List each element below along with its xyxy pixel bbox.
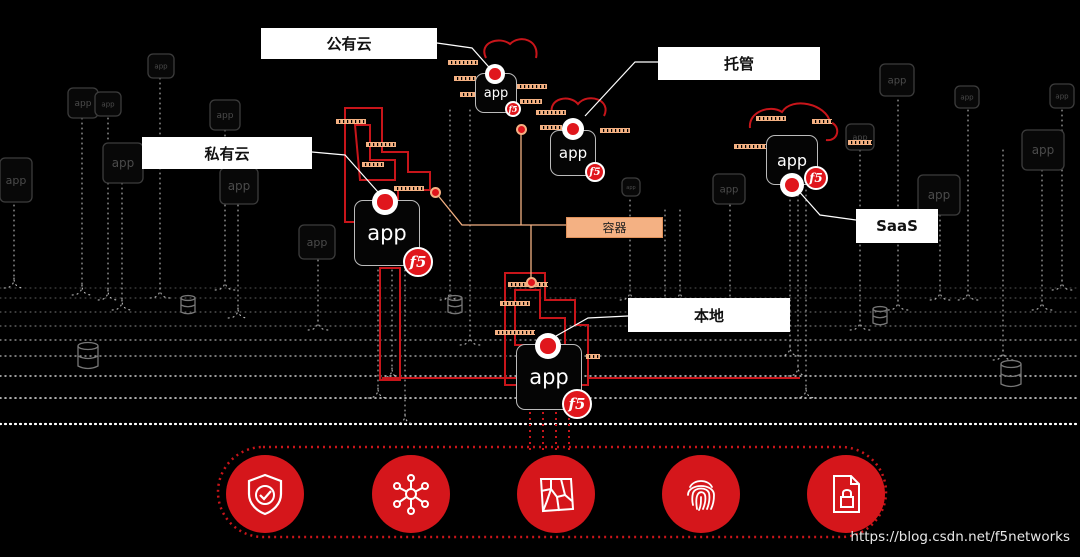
services-pill-outline	[216, 445, 888, 539]
svg-text:app: app	[1055, 92, 1069, 100]
public-cloud-endpoint-dot	[485, 64, 505, 84]
svg-text:app: app	[154, 62, 168, 70]
label-hosted: 托管	[658, 47, 820, 80]
svg-text:app: app	[928, 188, 951, 202]
label-public-cloud: 公有云	[261, 28, 437, 59]
svg-text:app: app	[228, 179, 251, 193]
private-cloud-endpoint-dot	[372, 189, 398, 215]
on-premise-endpoint-dot	[535, 333, 561, 359]
secure-document-service[interactable]	[807, 455, 885, 533]
svg-text:app: app	[852, 133, 867, 142]
svg-text:app: app	[1032, 143, 1055, 157]
svg-text:app: app	[307, 236, 328, 249]
f5-logo-icon: f5	[562, 389, 592, 419]
svg-text:app: app	[112, 156, 135, 170]
watermark-url: https://blog.csdn.net/f5networks	[850, 529, 1070, 545]
container-link-dot	[526, 277, 537, 288]
shield-check-icon	[247, 473, 283, 516]
routing-map-service[interactable]	[517, 455, 595, 533]
map-route-icon	[539, 478, 575, 513]
f5-logo-icon: f5	[804, 166, 828, 190]
svg-text:app: app	[101, 100, 115, 108]
fingerprint-icon	[687, 480, 715, 511]
security-shield-service[interactable]	[226, 455, 304, 533]
svg-text:app: app	[217, 111, 234, 121]
hosted-endpoint-dot	[562, 118, 584, 140]
container-link-dot	[430, 187, 441, 198]
identity-fingerprint-service[interactable]	[662, 455, 740, 533]
svg-text:app: app	[75, 99, 92, 109]
svg-text:app: app	[6, 174, 27, 187]
f5-logo-icon: f5	[505, 101, 521, 117]
svg-text:app: app	[960, 93, 974, 101]
label-container: 容器	[566, 217, 663, 238]
container-connector-lines	[435, 130, 566, 280]
locked-document-icon	[833, 475, 860, 513]
network-hub-icon	[393, 474, 429, 515]
label-on-premise: 本地	[628, 298, 790, 332]
svg-text:app: app	[626, 185, 635, 191]
network-service[interactable]	[372, 455, 450, 533]
callout-leader-lines	[311, 42, 857, 337]
svg-text:app: app	[720, 185, 739, 196]
label-saas: SaaS	[856, 209, 938, 243]
svg-text:app: app	[888, 76, 907, 87]
saas-endpoint-dot	[780, 173, 804, 197]
f5-logo-icon: f5	[585, 162, 605, 182]
label-private-cloud: 私有云	[142, 137, 312, 169]
container-link-dot	[516, 124, 527, 135]
f5-logo-icon: f5	[403, 247, 433, 277]
